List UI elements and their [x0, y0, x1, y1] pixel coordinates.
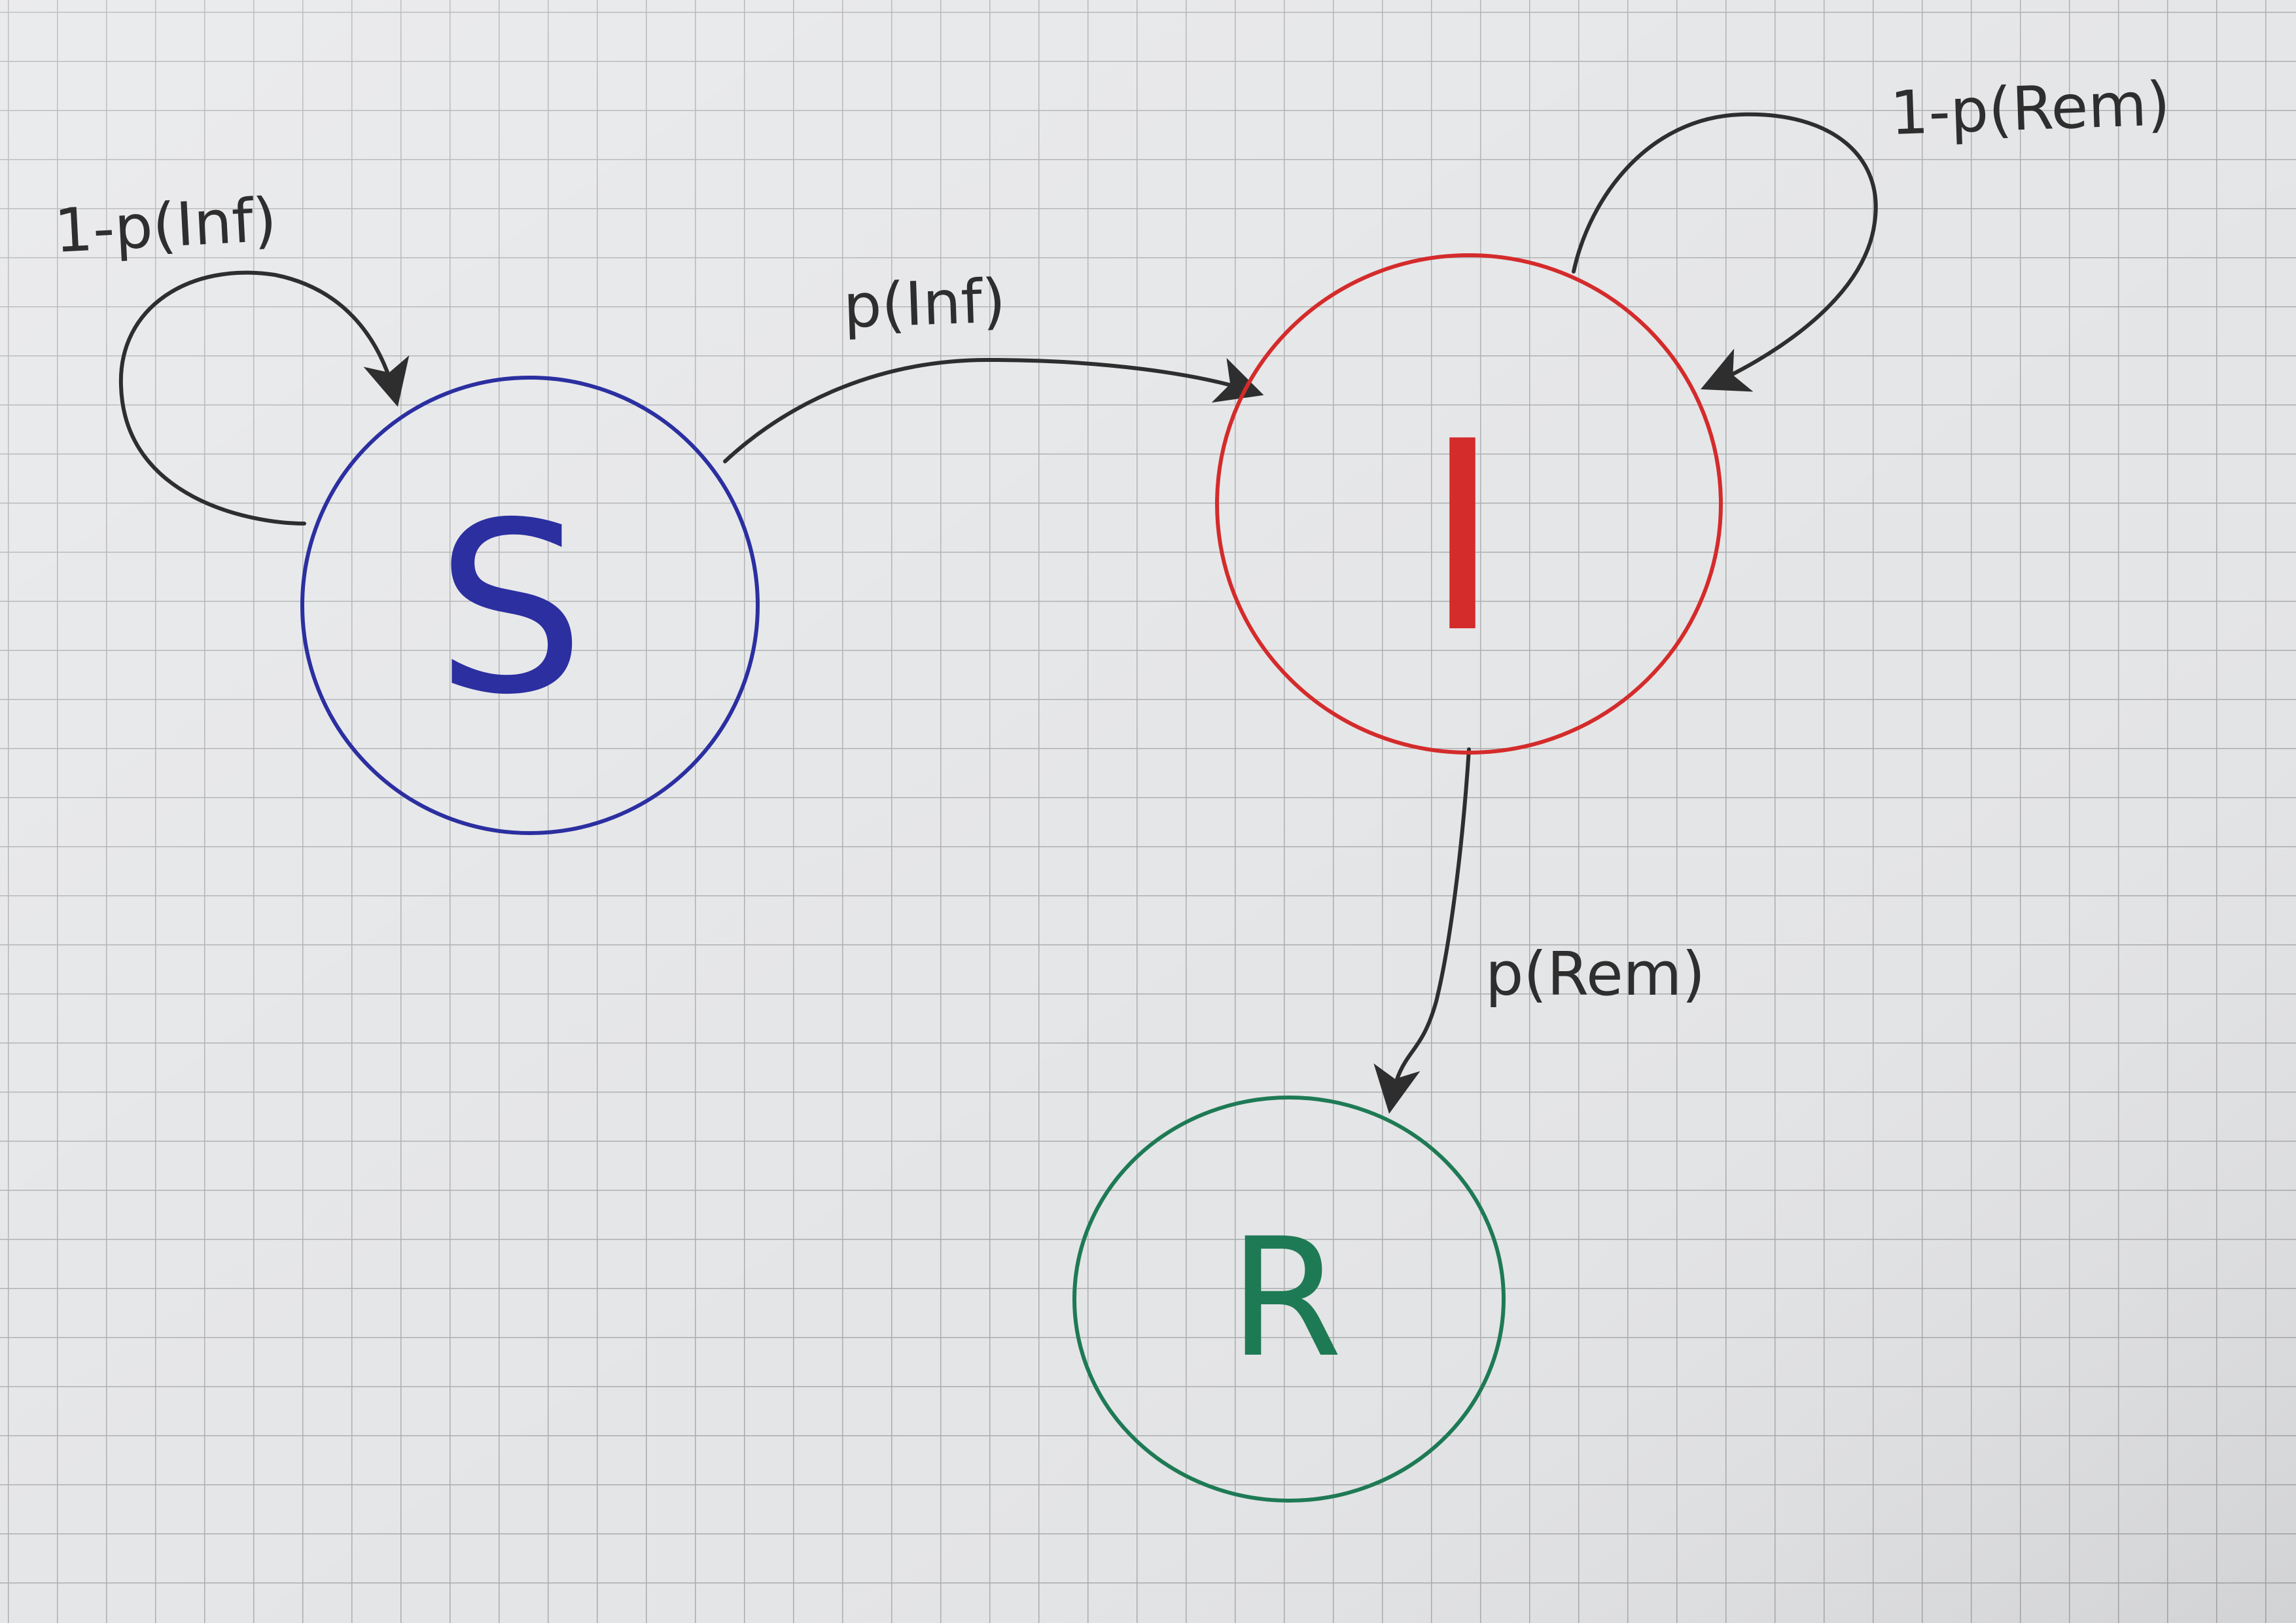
edge-i-to-r: [1373, 747, 1471, 1114]
edge-label-s-self: 1-p(Inf): [53, 185, 279, 266]
node-i-circle: [1215, 253, 1723, 755]
node-s-circle: [300, 376, 760, 835]
edge-label-i-to-r: p(Rem): [1485, 939, 1705, 1009]
edge-i-self-loop: [1572, 112, 1878, 392]
node-r: R: [1072, 1096, 1506, 1503]
node-i: I: [1215, 253, 1723, 755]
node-r-circle: [1072, 1096, 1506, 1503]
node-s-label: S: [436, 472, 586, 746]
node-s: S: [300, 376, 760, 835]
edge-label-i-self: 1-p(Rem): [1889, 69, 2171, 149]
edge-s-to-i: [723, 357, 1264, 463]
edge-s-self-loop: [118, 270, 410, 526]
edge-label-s-to-i: p(Inf): [842, 266, 1007, 342]
node-r-label: R: [1229, 1203, 1343, 1393]
edge-labels: 1-p(Inf) p(Inf) 1-p(Rem) p(Rem): [53, 69, 2172, 1009]
edges: [118, 112, 1878, 1114]
node-i-label: I: [1424, 386, 1501, 690]
